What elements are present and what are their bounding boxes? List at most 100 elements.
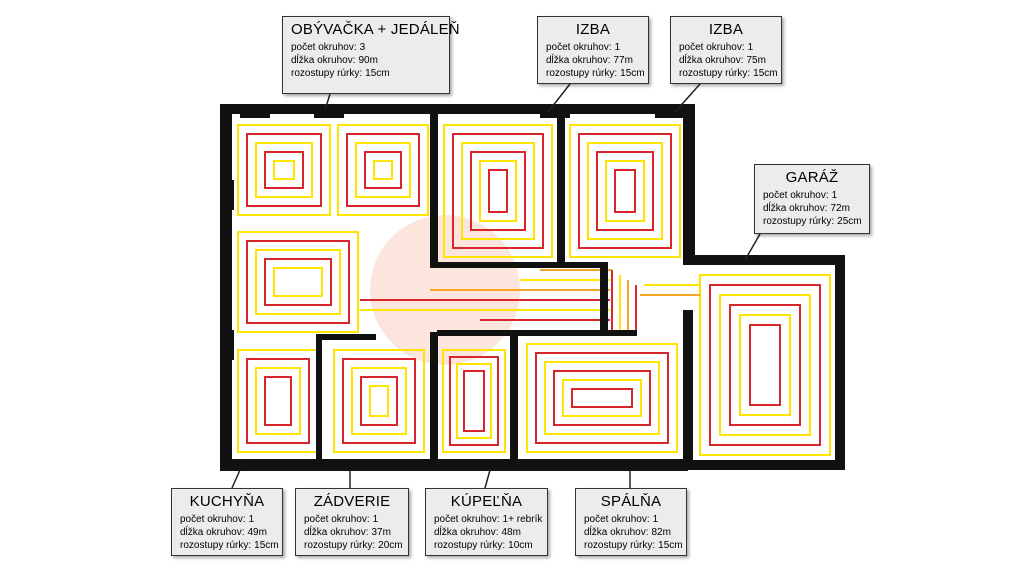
value-length: 48m (501, 527, 521, 538)
label-count: počet okruhov: (304, 514, 370, 525)
leader-obyvacka (324, 93, 331, 111)
room-box-kuchyna: KUCHYŇA počet okruhov:1 dĺžka okruhov:49… (171, 488, 283, 556)
coil-izba-1 (470, 151, 526, 231)
room-box-garaz: GARÁŽ počet okruhov:1 dĺžka okruhov:72m … (754, 164, 870, 234)
coil-zadverie (360, 376, 398, 426)
coil-izba-2 (614, 169, 636, 213)
coil-izba-1 (443, 124, 553, 258)
value-spacing: 10cm (508, 540, 533, 551)
coil-living-1 (246, 133, 322, 207)
label-length: dĺžka okruhov: (434, 527, 499, 538)
coil-living-1 (237, 124, 331, 216)
coil-kuchyna (255, 367, 301, 435)
label-spacing: rozostupy rúrky: (763, 216, 835, 227)
wall-inner-v1 (316, 334, 322, 464)
value-length: 72m (830, 203, 850, 214)
room-box-obyvacka: OBÝVAČKA + JEDÁLEŇ počet okruhov:3 dĺžka… (282, 16, 460, 94)
value-count: 1 (747, 42, 754, 53)
coil-spalna (526, 343, 678, 453)
label-spacing: rozostupy rúrky: (679, 68, 751, 79)
value-spacing: 15cm (620, 68, 645, 79)
label-length: dĺžka okruhov: (584, 527, 649, 538)
coil-spalna (535, 352, 669, 444)
wall-inner-1 (430, 114, 438, 264)
coil-living-2 (355, 142, 411, 198)
wall-garage-left (683, 310, 693, 470)
coil-living-2 (337, 124, 429, 216)
label-length: dĺžka okruhov: (291, 55, 356, 66)
label-count: počet okruhov: (584, 514, 650, 525)
value-length: 90m (358, 55, 378, 66)
coil-kupelna (463, 370, 485, 432)
wall-left (220, 104, 232, 469)
label-count: počet okruhov: (434, 514, 500, 525)
wall-pillar-6 (220, 330, 234, 360)
room-title: KUCHYŇA (189, 493, 265, 510)
wall-pillar-5 (220, 180, 234, 210)
label-spacing: rozostupy rúrky: (434, 540, 506, 551)
value-length: 77m (613, 55, 633, 66)
room-title: SPÁLŇA (600, 493, 662, 510)
label-spacing: rozostupy rúrky: (584, 540, 656, 551)
wall-pillar-4 (655, 104, 685, 118)
value-count: 1 (248, 514, 255, 525)
coil-living-3 (273, 267, 323, 297)
wall-right-upper (683, 104, 695, 264)
coil-izba-1 (488, 169, 508, 213)
value-spacing: 15cm (753, 68, 778, 79)
coil-living-1 (264, 151, 304, 189)
value-spacing: 20cm (378, 540, 403, 551)
wall-inner-v2 (430, 332, 438, 462)
value-count: 3 (359, 42, 366, 53)
label-count: počet okruhov: (763, 190, 829, 201)
coil-living-3 (246, 240, 350, 324)
wall-inner-v3 (510, 334, 518, 464)
coil-izba-2 (605, 160, 645, 222)
label-count: počet okruhov: (180, 514, 246, 525)
coil-living-2 (373, 160, 393, 180)
label-spacing: rozostupy rúrky: (180, 540, 252, 551)
value-count: 1 (614, 42, 621, 53)
wall-inner-2 (557, 114, 565, 264)
coil-kuchyna (264, 376, 292, 426)
coil-garaz (709, 284, 821, 446)
label-count: počet okruhov: (291, 42, 357, 53)
leader-kupelna (484, 469, 491, 489)
coil-izba-2 (596, 151, 654, 231)
coil-garaz (699, 274, 831, 456)
label-spacing: rozostupy rúrky: (546, 68, 618, 79)
room-box-kupelna: KÚPEĽŇA počet okruhov:1+ rebrík dĺžka ok… (425, 488, 548, 556)
coil-izba-2 (569, 124, 681, 258)
coil-living-3 (237, 231, 359, 333)
room-title: OBÝVAČKA + JEDÁLEŇ (291, 21, 460, 38)
coil-kupelna (442, 349, 506, 453)
coil-spalna (553, 370, 651, 426)
label-length: dĺžka okruhov: (679, 55, 744, 66)
wall-inner-h1 (430, 262, 600, 268)
room-title: IZBA (708, 21, 744, 38)
coil-kupelna (449, 356, 499, 446)
label-length: dĺžka okruhov: (546, 55, 611, 66)
value-length: 75m (746, 55, 766, 66)
coil-izba-2 (578, 133, 672, 249)
room-box-zadverie: ZÁDVERIE počet okruhov:1 dĺžka okruhov:3… (295, 488, 409, 556)
value-length: 37m (371, 527, 391, 538)
coil-living-1 (273, 160, 295, 180)
coil-living-1 (255, 142, 313, 198)
wall-pillar-2 (314, 104, 344, 118)
coil-izba-1 (452, 133, 544, 249)
value-count: 1+ rebrík (502, 514, 543, 525)
room-box-izba-1: IZBA počet okruhov:1 dĺžka okruhov:77m r… (537, 16, 649, 84)
label-length: dĺžka okruhov: (763, 203, 828, 214)
value-spacing: 15cm (254, 540, 279, 551)
coil-kuchyna (237, 349, 319, 453)
wall-garage-top (683, 255, 843, 265)
coil-kuchyna (246, 358, 310, 444)
wall-bottom-mid (508, 459, 688, 471)
leader-garaz (744, 233, 761, 261)
coil-zadverie (342, 358, 416, 444)
label-length: dĺžka okruhov: (304, 527, 369, 538)
value-count: 1 (372, 514, 379, 525)
value-spacing: 25cm (837, 216, 862, 227)
